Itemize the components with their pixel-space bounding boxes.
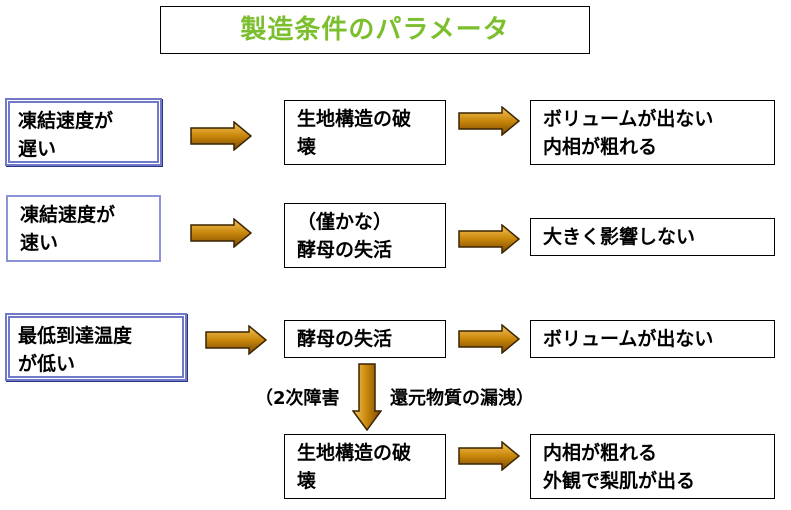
result-box-3: ボリュームが出ない — [530, 320, 775, 358]
cause-2-line-2: 速い — [20, 232, 59, 254]
arrow-cause-to-effect-1 — [190, 121, 252, 151]
reducing-substance-leak-note: 還元物質の漏洩） — [390, 388, 534, 409]
effect-3-line-1: 酵母の失活 — [297, 328, 393, 350]
effect-4-line-2: 壊 — [297, 470, 317, 492]
cause-1-line-2: 遅い — [18, 138, 57, 160]
effect-1-line-2: 壊 — [297, 136, 317, 158]
cause-3-line-2: が低い — [18, 353, 76, 375]
arrow-cause-to-effect-3 — [205, 325, 267, 355]
effect-1-line-1: 生地構造の破 — [297, 108, 412, 130]
cause-box-3: 最低到達温度 が低い — [5, 313, 187, 381]
effect-2-line-2: 酵母の失活 — [297, 239, 393, 261]
result-box-1: ボリュームが出ない 内相が粗れる — [530, 100, 775, 165]
result-1-line-2: 内相が粗れる — [543, 136, 658, 158]
arrow-effect-to-result-4 — [458, 441, 520, 471]
effect-4-line-1: 生地構造の破 — [297, 442, 412, 464]
cause-box-2: 凍結速度が 速い — [6, 195, 161, 262]
effect-box-1: 生地構造の破 壊 — [284, 100, 446, 165]
arrow-cause-to-effect-2 — [190, 218, 252, 248]
effect-2-line-1: （僅かな） — [297, 211, 393, 233]
arrow-effect-to-result-3 — [458, 324, 520, 354]
secondary-damage-note: （2次障害 — [255, 388, 340, 409]
result-4-line-2: 外観で梨肌が出る — [543, 470, 696, 492]
arrow-down-secondary — [352, 363, 382, 431]
result-box-4: 内相が粗れる 外観で梨肌が出る — [530, 434, 775, 499]
effect-box-4: 生地構造の破 壊 — [284, 434, 446, 499]
cause-2-line-1: 凍結速度が — [20, 204, 116, 226]
cause-1-line-1: 凍結速度が — [18, 110, 114, 132]
result-4-line-1: 内相が粗れる — [543, 442, 658, 464]
result-3-line-1: ボリュームが出ない — [543, 328, 714, 350]
effect-box-3: 酵母の失活 — [284, 320, 446, 358]
cause-3-line-1: 最低到達温度 — [18, 325, 133, 347]
effect-box-2: （僅かな） 酵母の失活 — [284, 203, 446, 268]
result-box-2: 大きく影響しない — [530, 218, 775, 256]
arrow-effect-to-result-2 — [458, 224, 520, 254]
cause-box-1: 凍結速度が 遅い — [5, 98, 162, 166]
result-1-line-1: ボリュームが出ない — [543, 108, 714, 130]
arrow-effect-to-result-1 — [458, 106, 520, 136]
result-2-line-1: 大きく影響しない — [543, 226, 696, 248]
diagram-title: 製造条件のパラメータ — [160, 6, 590, 54]
